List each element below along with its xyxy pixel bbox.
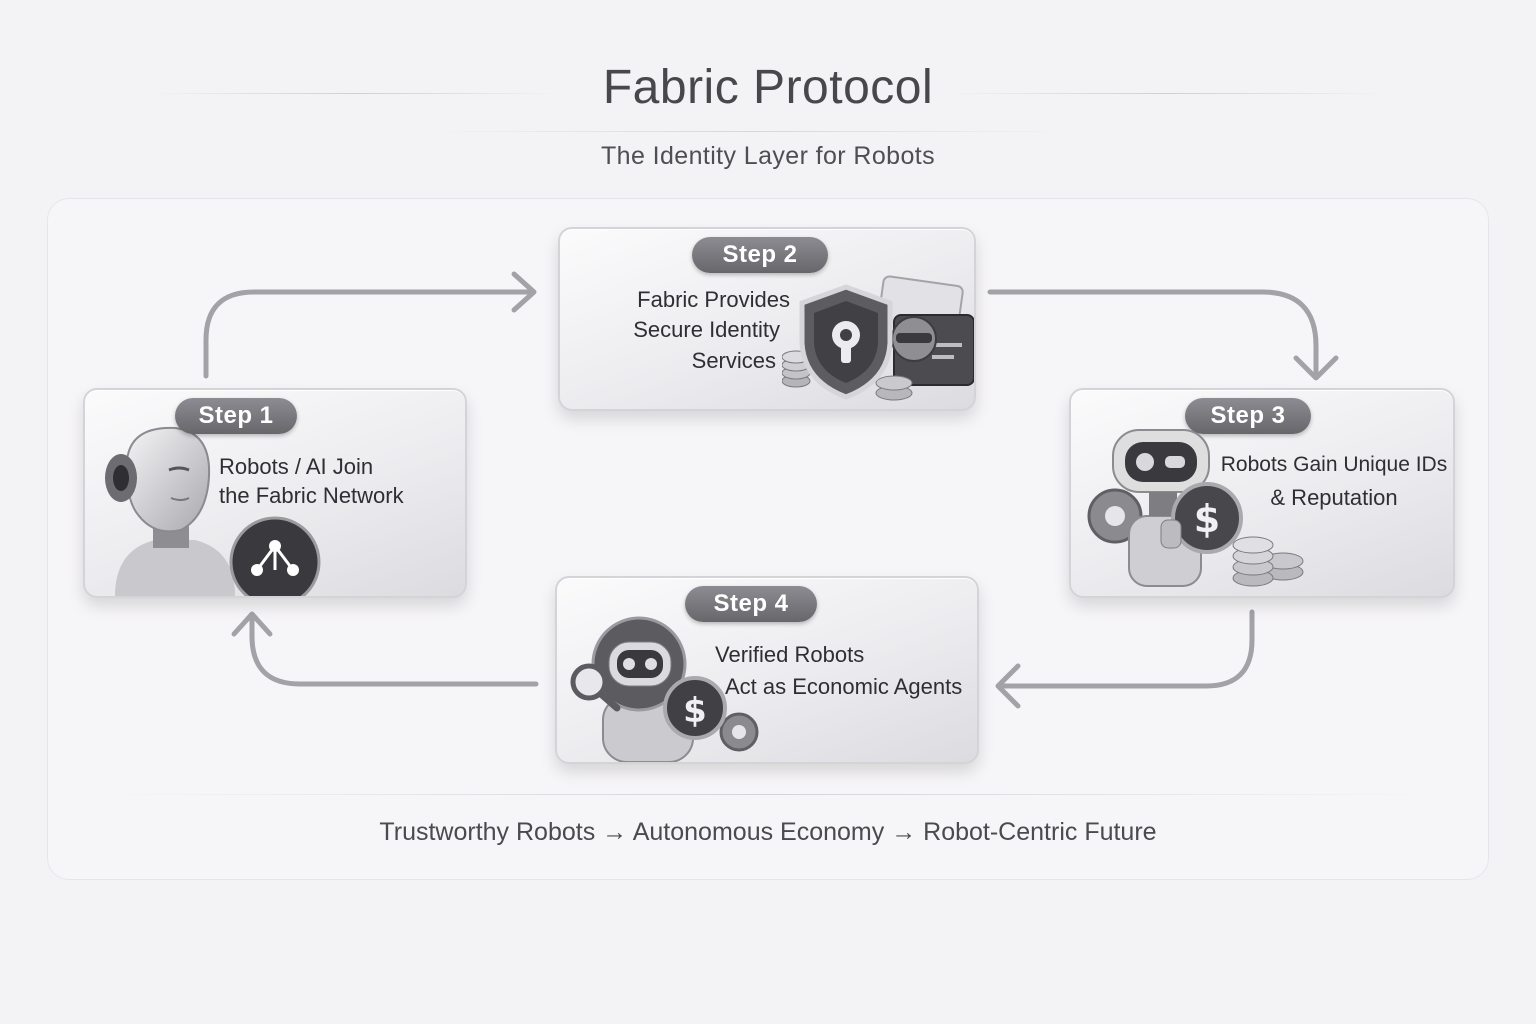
title-rule-left	[150, 93, 560, 94]
step2-card: Step 2 Fabric Provides Secure Identity S…	[558, 227, 976, 411]
step1-card: Step 1 Robots / AI Join the Fabric Netwo…	[83, 388, 467, 598]
humanoid-robot-icon	[105, 426, 235, 596]
robot-magnifier-coin-icon: $	[570, 616, 759, 762]
subtitle-rule	[430, 131, 1070, 132]
step2-text-line1: Fabric Provides	[637, 287, 790, 312]
page-subtitle: The Identity Layer for Robots	[601, 142, 935, 170]
page-title: Fabric Protocol	[602, 61, 934, 114]
arrow-step4-to-step1	[249, 615, 539, 687]
arrow-step2-to-step3	[987, 289, 1319, 375]
svg-text:$: $	[683, 691, 707, 731]
step2-text-line3: Services	[691, 348, 776, 373]
title-area: Fabric Protocol	[0, 60, 1536, 130]
arrowhead-step1	[231, 611, 273, 637]
step4-card: Step 4 $ Verified Robots Act as Economic…	[555, 576, 979, 764]
step3-label: Step 3	[1185, 398, 1311, 434]
robot-coin-icon: $	[1087, 429, 1304, 587]
title-rule-right	[946, 93, 1386, 94]
step3-text-line2: & Reputation	[1270, 485, 1398, 510]
step4-label: Step 4	[685, 586, 817, 622]
footer-rule	[100, 794, 1436, 795]
arrow-step1-to-step2	[203, 289, 533, 379]
step2-label: Step 2	[692, 237, 828, 273]
step1-text-line1: Robots / AI Join	[219, 454, 374, 479]
step4-text-line1: Verified Robots	[715, 642, 865, 667]
shield-lock-icon	[782, 275, 974, 401]
network-node-icon	[229, 516, 321, 596]
arrowhead-step3	[1293, 355, 1339, 381]
step3-card: Step 3 $ Robots Gain Unique IDs & Reputa…	[1069, 388, 1455, 598]
step1-text-line2: the Fabric Network	[219, 483, 404, 508]
step4-text-line2: Act as Economic Agents	[725, 674, 963, 699]
footer-tagline: Trustworthy Robots → Autonomous Economy …	[379, 818, 1157, 846]
step3-text-line1: Robots Gain Unique IDs	[1220, 453, 1448, 476]
arrow-step3-to-step4	[997, 609, 1255, 689]
arrowhead-step4	[995, 663, 1021, 709]
svg-text:$: $	[1194, 497, 1220, 541]
step2-text-line2: Secure Identity	[633, 317, 780, 342]
step1-label: Step 1	[175, 398, 297, 434]
arrowhead-step2	[511, 271, 537, 313]
